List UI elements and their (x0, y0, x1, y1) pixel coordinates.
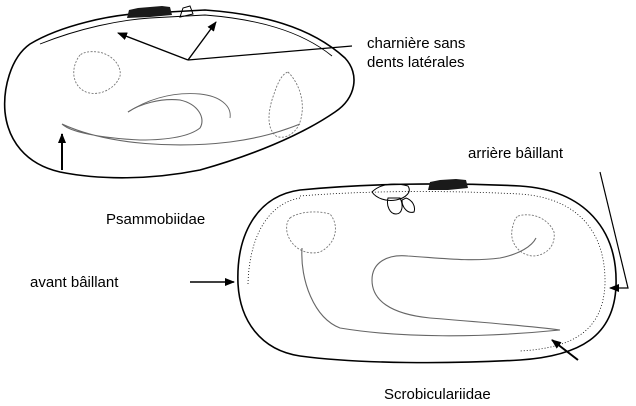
scrobiculariidae-ligament (428, 179, 468, 190)
hinge-label-line1: charnière sans (367, 35, 465, 52)
psammobiidae-dorsal-margin (40, 15, 332, 56)
psammobiidae-ligament (127, 6, 172, 18)
psammobiidae-shell (5, 6, 354, 178)
psammobiidae-anterior-muscle-scar (74, 52, 121, 94)
scrobiculariidae-shell (238, 179, 616, 363)
scrobiculariidae-anterior-muscle-scar (287, 212, 336, 253)
scrobiculariidae-pallial-line (302, 238, 560, 336)
scrobiculariidae-posterior-muscle-scar (512, 215, 555, 256)
hinge-label-line2: dents latérales (367, 54, 465, 71)
front-gaping-label: avant bâillant (30, 274, 119, 291)
scrobiculariidae-inner-margin (300, 192, 605, 351)
psammobiidae-posterior-muscle-scar (269, 72, 302, 137)
rear-gaping-label: arrière bâillant (468, 145, 564, 162)
psammobiidae-pallial-line (62, 100, 300, 145)
family-label-scrobiculariidae: Scrobiculariidae (384, 386, 491, 403)
scrobiculariidae-hinge (372, 184, 415, 214)
family-label-psammobiidae: Psammobiidae (106, 211, 205, 228)
rear-gaping-pointer (600, 172, 628, 288)
